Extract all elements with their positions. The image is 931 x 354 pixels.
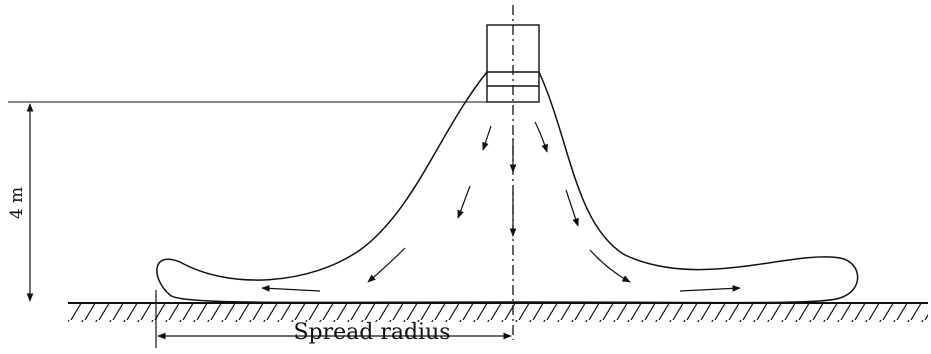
- flow-arrow: [482, 125, 492, 151]
- flow-arrow: [589, 249, 631, 283]
- spray-plume-outline: [156, 71, 859, 304]
- flow-arrows: [261, 121, 741, 292]
- flow-arrow: [457, 185, 471, 219]
- flow-arrow: [565, 189, 579, 227]
- ground-hatching: [68, 304, 928, 322]
- flow-arrow: [534, 121, 548, 153]
- flow-arrow: [679, 285, 741, 292]
- flow-arrow: [367, 247, 406, 283]
- nozzle: [486, 24, 540, 103]
- height-dimension: 4 m: [7, 103, 34, 302]
- spread-radius-dimension: Spread radius: [155, 290, 512, 348]
- height-label: 4 m: [7, 187, 27, 219]
- ground: [68, 302, 928, 322]
- flow-arrow: [261, 285, 321, 292]
- nozzle-body: [486, 24, 540, 103]
- spread-radius-label: Spread radius: [293, 320, 450, 345]
